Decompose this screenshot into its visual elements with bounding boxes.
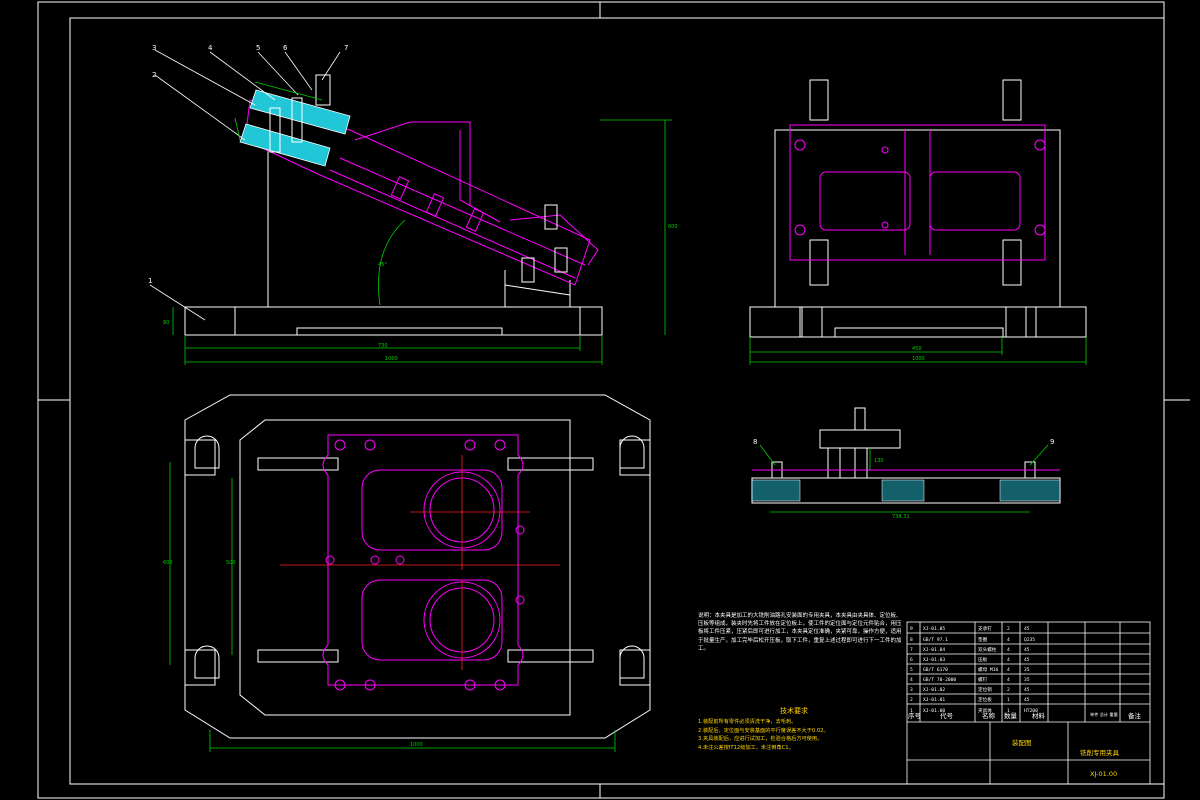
requirement-line: 4.未注公差按IT12级加工，未注倒角C1。 — [698, 744, 794, 751]
tech-requirements: 1.装配前所有零件必须清洗干净，去毛刺。 2.装配后，定位面与安装基面的平行度误… — [698, 704, 903, 752]
requirement-line: 1.装配前所有零件必须清洗干净，去毛刺。 — [698, 719, 797, 725]
drawing-number: XJ-01.00 — [1090, 770, 1117, 778]
requirement-line: 2.装配后，定位面与安装基面的平行度误差不大于0.02。 — [698, 727, 829, 734]
bom-code: XJ-01.05 — [923, 626, 945, 632]
bom-qty: 2 — [1007, 687, 1010, 693]
part-label: 1 — [148, 277, 152, 285]
bom-table — [906, 621, 1151, 785]
bom-name: 螺母 M16 — [978, 666, 998, 673]
part-label: 7 — [344, 44, 348, 52]
bom-qty: 4 — [1007, 677, 1010, 683]
bom-mat: Q235 — [1024, 637, 1035, 643]
section-view: 8 9 130 738.31 — [751, 407, 1061, 520]
bom-mat: 45 — [1024, 697, 1030, 703]
bom-no: 4 — [910, 677, 913, 683]
bom-header-code: 代号 — [940, 711, 954, 720]
bom-code: XJ-01.03 — [923, 657, 945, 663]
bom-name: 定位板 — [978, 696, 992, 703]
bom-no: 7 — [910, 647, 913, 653]
bom-code: GB/T 97.1 — [923, 637, 948, 643]
bom-header-weight: 单件 总计 重量 — [1090, 711, 1118, 718]
bom-qty: 4 — [1007, 657, 1010, 663]
dim-text: 1000 — [385, 356, 398, 362]
dim-text: 600 — [668, 224, 678, 230]
side-view: 3 2 4 5 6 7 1 730 1000 80 600 45 — [148, 44, 678, 365]
bom-header-remark: 备注 — [1128, 711, 1142, 720]
bom-header-name: 名称 — [982, 711, 996, 720]
part-label: 5 — [256, 44, 260, 52]
bom-qty: 4 — [1007, 667, 1010, 673]
bom-header-mat: 材料 — [1032, 711, 1046, 720]
bom-code: XJ-01.01 — [923, 697, 945, 703]
bom-qty: 1 — [1007, 708, 1010, 714]
bom-qty: 4 — [1007, 637, 1010, 643]
part-label: 2 — [152, 71, 156, 79]
notes-paragraph: 说明：本夹具是加工的大铣削油路孔安装面的专用夹具，本夹具由夹具体、定位板、压板等… — [698, 613, 902, 652]
bom-name: 螺钉 — [978, 676, 988, 683]
bom-no: 8 — [910, 637, 913, 643]
dim-text: 80 — [163, 320, 169, 326]
dim-text: 500 — [226, 560, 236, 566]
bom-name: 支承钉 — [978, 625, 992, 632]
dim-text: 130 — [874, 458, 884, 464]
bom-code: XJ-01.04 — [923, 647, 945, 653]
bom-no: 6 — [910, 657, 913, 663]
bom-mat: 35 — [1024, 677, 1030, 683]
dim-text: 45° — [378, 262, 387, 268]
dim-text: 600 — [163, 560, 173, 566]
bom-name: 定位销 — [978, 686, 992, 693]
tech-requirements-title: 技术要求 — [780, 707, 808, 715]
dim-text: 1000 — [912, 356, 925, 362]
title-label: 装配图 — [1012, 738, 1032, 747]
drawing-frame — [37, 1, 1190, 799]
dim-text: 730 — [378, 343, 388, 349]
bom-code: GB/T 70-2000 — [923, 677, 956, 683]
requirement-line: 3.夹具装配后，应进行试加工，检验合格后方可使用。 — [698, 736, 823, 743]
bom-no: 3 — [910, 687, 913, 693]
bom-header-no: 序号 — [908, 711, 922, 720]
bom-mat: 45 — [1024, 687, 1030, 693]
dim-text: 450 — [912, 346, 922, 352]
part-label: 8 — [753, 438, 757, 446]
plan-view: 600 500 1000 — [163, 394, 651, 752]
bom-no: 2 — [910, 697, 913, 703]
bom-qty: 1 — [1007, 697, 1010, 703]
bom-mat: 35 — [1024, 667, 1030, 673]
part-label: 4 — [208, 44, 213, 52]
bom-no: 5 — [910, 667, 913, 673]
bom-code: GB/T 6170 — [923, 667, 948, 673]
part-label: 3 — [152, 44, 156, 52]
bom-name: 压板 — [978, 656, 988, 663]
bom-qty: 4 — [1007, 647, 1010, 653]
bom-qty: 2 — [1007, 626, 1010, 632]
bom-no: 1 — [910, 708, 913, 714]
bom-name: 双头螺柱 — [978, 646, 997, 653]
bom-mat: 45 — [1024, 626, 1030, 632]
dim-text: 738.31 — [892, 514, 910, 520]
dim-text: 1000 — [410, 742, 423, 748]
bom-name: 夹具体 — [978, 707, 992, 714]
bom-mat: 45 — [1024, 647, 1030, 653]
part-label: 6 — [283, 44, 288, 52]
bom-header-qty: 数量 — [1004, 711, 1018, 720]
part-label: 9 — [1050, 438, 1054, 446]
front-view: 450 1000 — [749, 79, 1087, 365]
bom-mat: HT200 — [1024, 708, 1038, 714]
bom-code: XJ-01.02 — [923, 687, 945, 693]
bom-no: 9 — [910, 626, 913, 632]
title-name: 铣削专用夹具 — [1080, 748, 1120, 757]
bom-name: 垫圈 — [978, 636, 988, 643]
bom-mat: 45 — [1024, 657, 1030, 663]
bom-code: XJ-01.00 — [923, 708, 945, 714]
